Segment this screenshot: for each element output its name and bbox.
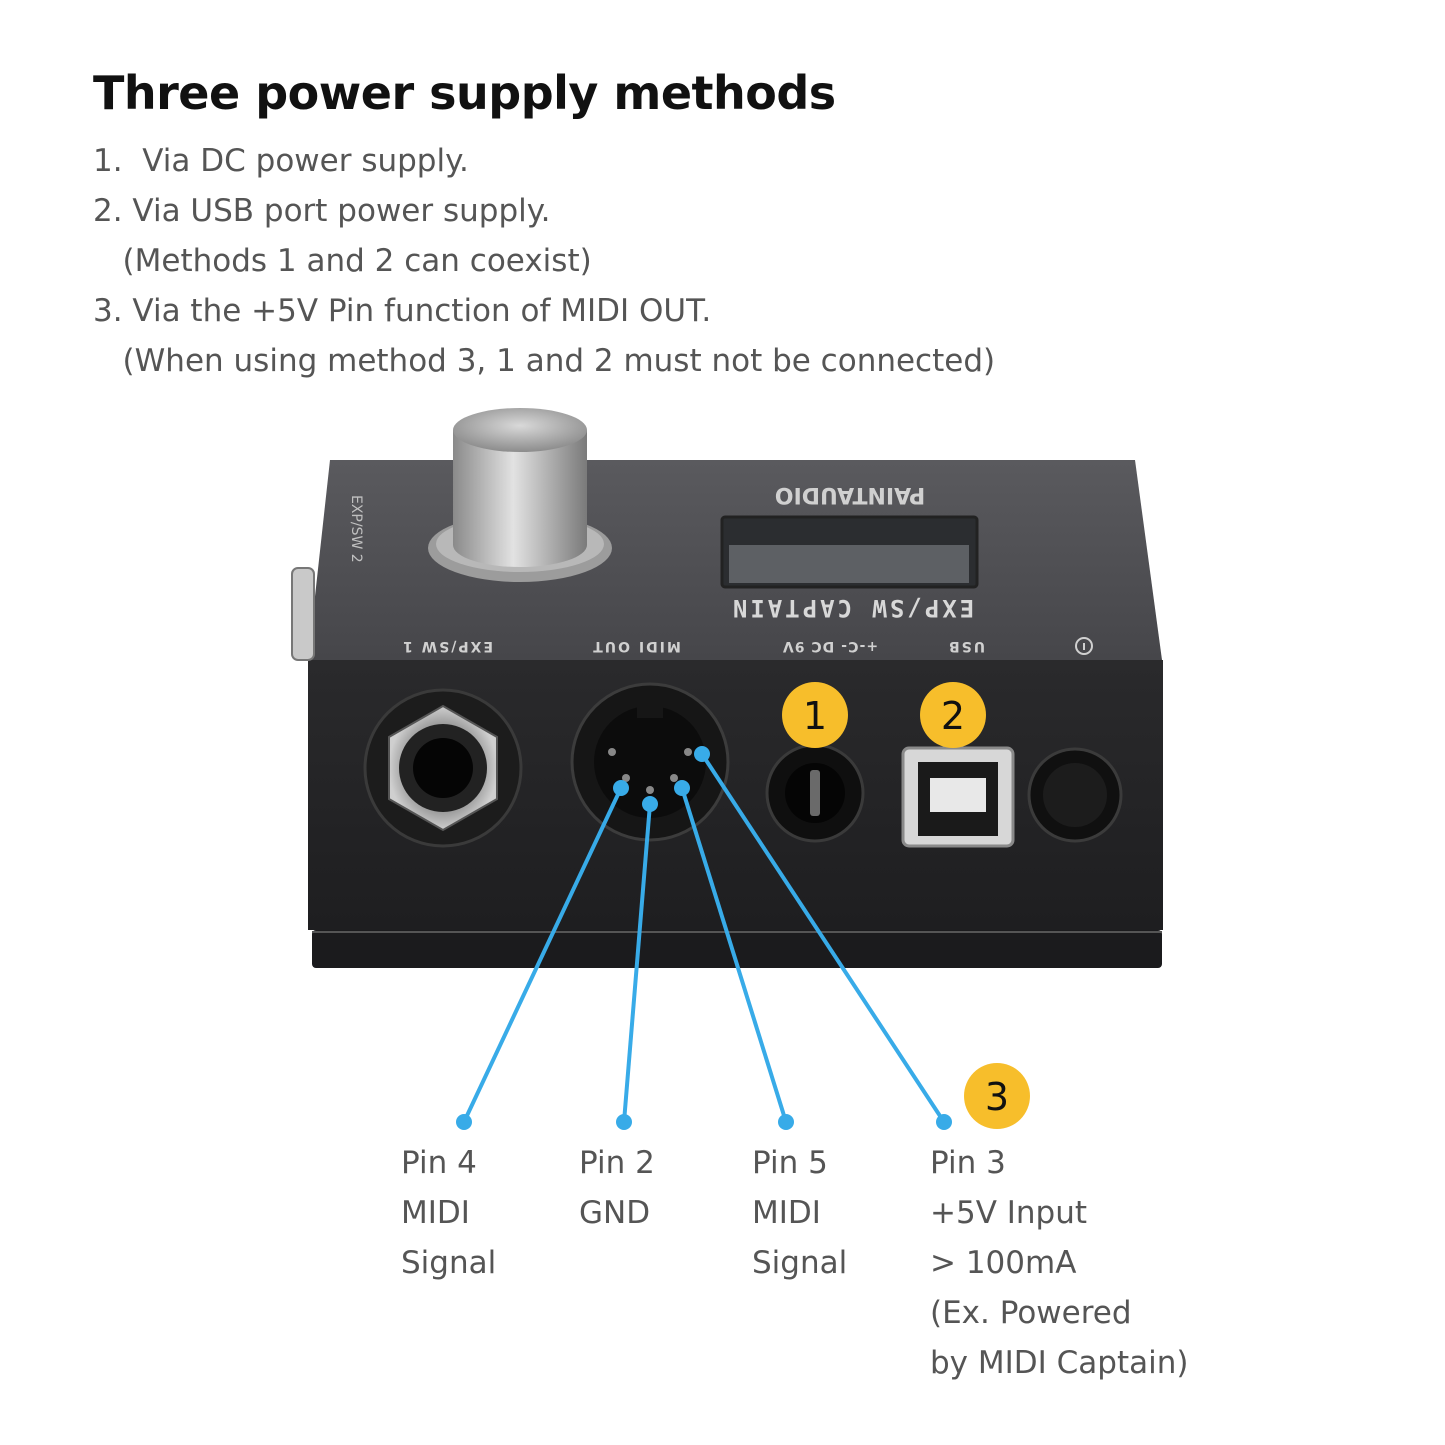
- side-label: EXP/SW 2: [348, 495, 364, 563]
- pin-line: GND: [579, 1195, 651, 1231]
- page-title: Three power supply methods: [93, 66, 836, 120]
- pin-line: Signal: [401, 1245, 497, 1281]
- svg-text:2: 2: [941, 694, 965, 738]
- pin-line: Pin 4: [401, 1145, 477, 1181]
- badge-1: 1: [782, 682, 848, 748]
- port-label: MIDI OUT: [591, 638, 681, 654]
- pin3-label: Pin 3 +5V Input > 100mA (Ex. Powered by …: [930, 1138, 1188, 1388]
- pin-line: Pin 5: [752, 1145, 828, 1181]
- wire-pin5: [680, 787, 788, 1123]
- port-label: +-C- DC 9V: [782, 638, 878, 654]
- method-line: (Methods 1 and 2 can coexist): [93, 243, 592, 279]
- methods-list: 1. Via DC power supply. 2. Via USB port …: [93, 136, 995, 386]
- pin-line: +5V Input: [930, 1195, 1088, 1231]
- model-text: EXP/SW CAPTAIN: [730, 594, 974, 622]
- brand-text: PAINTAUDIO: [775, 482, 925, 507]
- pin-line: Signal: [752, 1245, 848, 1281]
- method-line: (When using method 3, 1 and 2 must not b…: [93, 343, 996, 379]
- pin5-label: Pin 5 MIDI Signal: [752, 1138, 847, 1288]
- wire-pin2: [622, 803, 652, 1123]
- device-bottom-plate: [312, 930, 1162, 968]
- pin-line: MIDI: [401, 1195, 470, 1231]
- badge-3: 3: [964, 1063, 1030, 1129]
- pin-line: (Ex. Powered: [930, 1295, 1132, 1331]
- pin-line: Pin 3: [930, 1145, 1006, 1181]
- pin-line: > 100mA: [930, 1245, 1077, 1281]
- pin-line: by MIDI Captain): [930, 1345, 1189, 1381]
- pin-line: Pin 2: [579, 1145, 655, 1181]
- side-switch: [291, 567, 315, 661]
- wire-pin4: [462, 787, 623, 1123]
- pin-line: MIDI: [752, 1195, 821, 1231]
- method-line: 3. Via the +5V Pin function of MIDI OUT.: [93, 293, 712, 329]
- wire-pin3: [700, 752, 946, 1124]
- svg-text:1: 1: [803, 694, 827, 738]
- power-icon: [1075, 637, 1093, 655]
- port-label: EXP/SW 1: [401, 638, 493, 654]
- svg-text:3: 3: [985, 1075, 1009, 1119]
- method-line: 1. Via DC power supply.: [93, 143, 469, 179]
- badge-2: 2: [920, 682, 986, 748]
- knob-top: [453, 408, 587, 452]
- pin4-label: Pin 4 MIDI Signal: [401, 1138, 496, 1288]
- pin2-label: Pin 2 GND: [579, 1138, 655, 1238]
- port-label: USB: [947, 638, 985, 654]
- method-line: 2. Via USB port power supply.: [93, 193, 551, 229]
